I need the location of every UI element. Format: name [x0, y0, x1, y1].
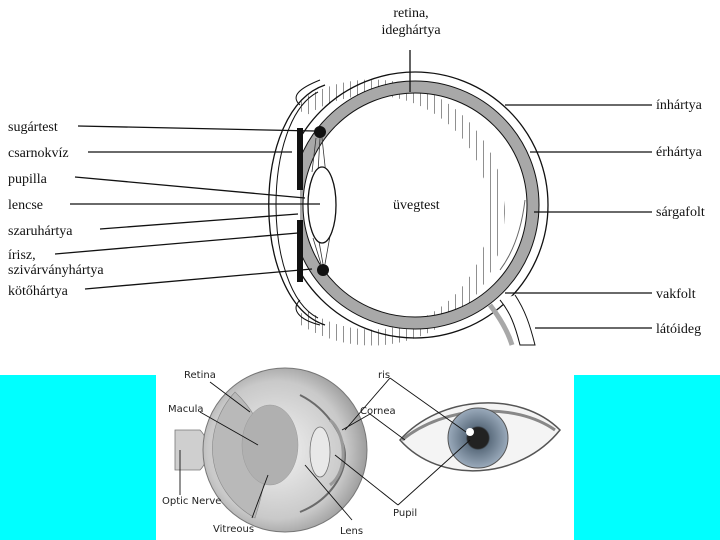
- label-csarnokviz: csarnokvíz: [8, 146, 69, 161]
- label-iris-en: ris: [378, 370, 390, 381]
- label-sugartest: sugártest: [8, 120, 58, 135]
- cross-section-eye: [240, 50, 549, 346]
- retina-inner-line: [302, 92, 528, 318]
- label-pupil-en: Pupil: [393, 508, 417, 519]
- label-kotohartya: kötőhártya: [8, 284, 69, 299]
- iris-drawing: [447, 407, 509, 469]
- top-label: retina, ideghártya: [381, 6, 441, 38]
- conjunctiva: [295, 79, 321, 326]
- left-labels: sugártest csarnokvíz pupilla lencse szar…: [8, 120, 320, 299]
- label-lens-en: Lens: [340, 526, 363, 537]
- label-cornea-en: Cornea: [360, 406, 396, 417]
- label-szaruhartya: szaruhártya: [8, 224, 73, 239]
- left-cyan-panel: [0, 375, 156, 540]
- label-macula-en: Macula: [168, 404, 204, 415]
- right-cyan-panel: [574, 375, 720, 540]
- label-erhartya: érhártya: [656, 145, 703, 160]
- label-irisz-line2: szivárványhártya: [8, 263, 104, 278]
- label-vakfolt: vakfolt: [656, 287, 696, 302]
- label-optic-nerve-en: Optic Nerve: [162, 496, 221, 507]
- ciliary-body-bottom: [317, 264, 329, 276]
- bottom-illustration: Retina Macula Optic Nerve Vitreous Lens …: [162, 367, 562, 537]
- right-labels: ínhártya érhártya sárgafolt vakfolt látó…: [505, 98, 705, 337]
- label-retina-line2: ideghártya: [381, 23, 441, 38]
- cornea: [268, 84, 326, 326]
- bottom-leader-lines: [179, 377, 471, 521]
- label-latoideg: látóideg: [656, 322, 701, 337]
- retina-surface: [241, 404, 299, 486]
- label-inhartya: ínhártya: [656, 98, 703, 113]
- label-pupilla: pupilla: [8, 172, 48, 187]
- label-uvegtest: üvegtest: [393, 198, 440, 213]
- ciliary-body-top: [314, 126, 326, 138]
- label-vitreous-en: Vitreous: [213, 524, 254, 535]
- label-lencse: lencse: [8, 198, 43, 213]
- pupil-highlight: [466, 428, 474, 436]
- label-sargafolt: sárgafolt: [656, 205, 705, 220]
- label-irisz-line1: írisz,: [8, 248, 36, 263]
- optic-nerve: [499, 294, 536, 346]
- lens-drawing: [309, 426, 331, 478]
- label-retina-line1: retina,: [393, 6, 428, 21]
- lens-shape: [307, 166, 337, 244]
- label-retina-en: Retina: [184, 370, 216, 381]
